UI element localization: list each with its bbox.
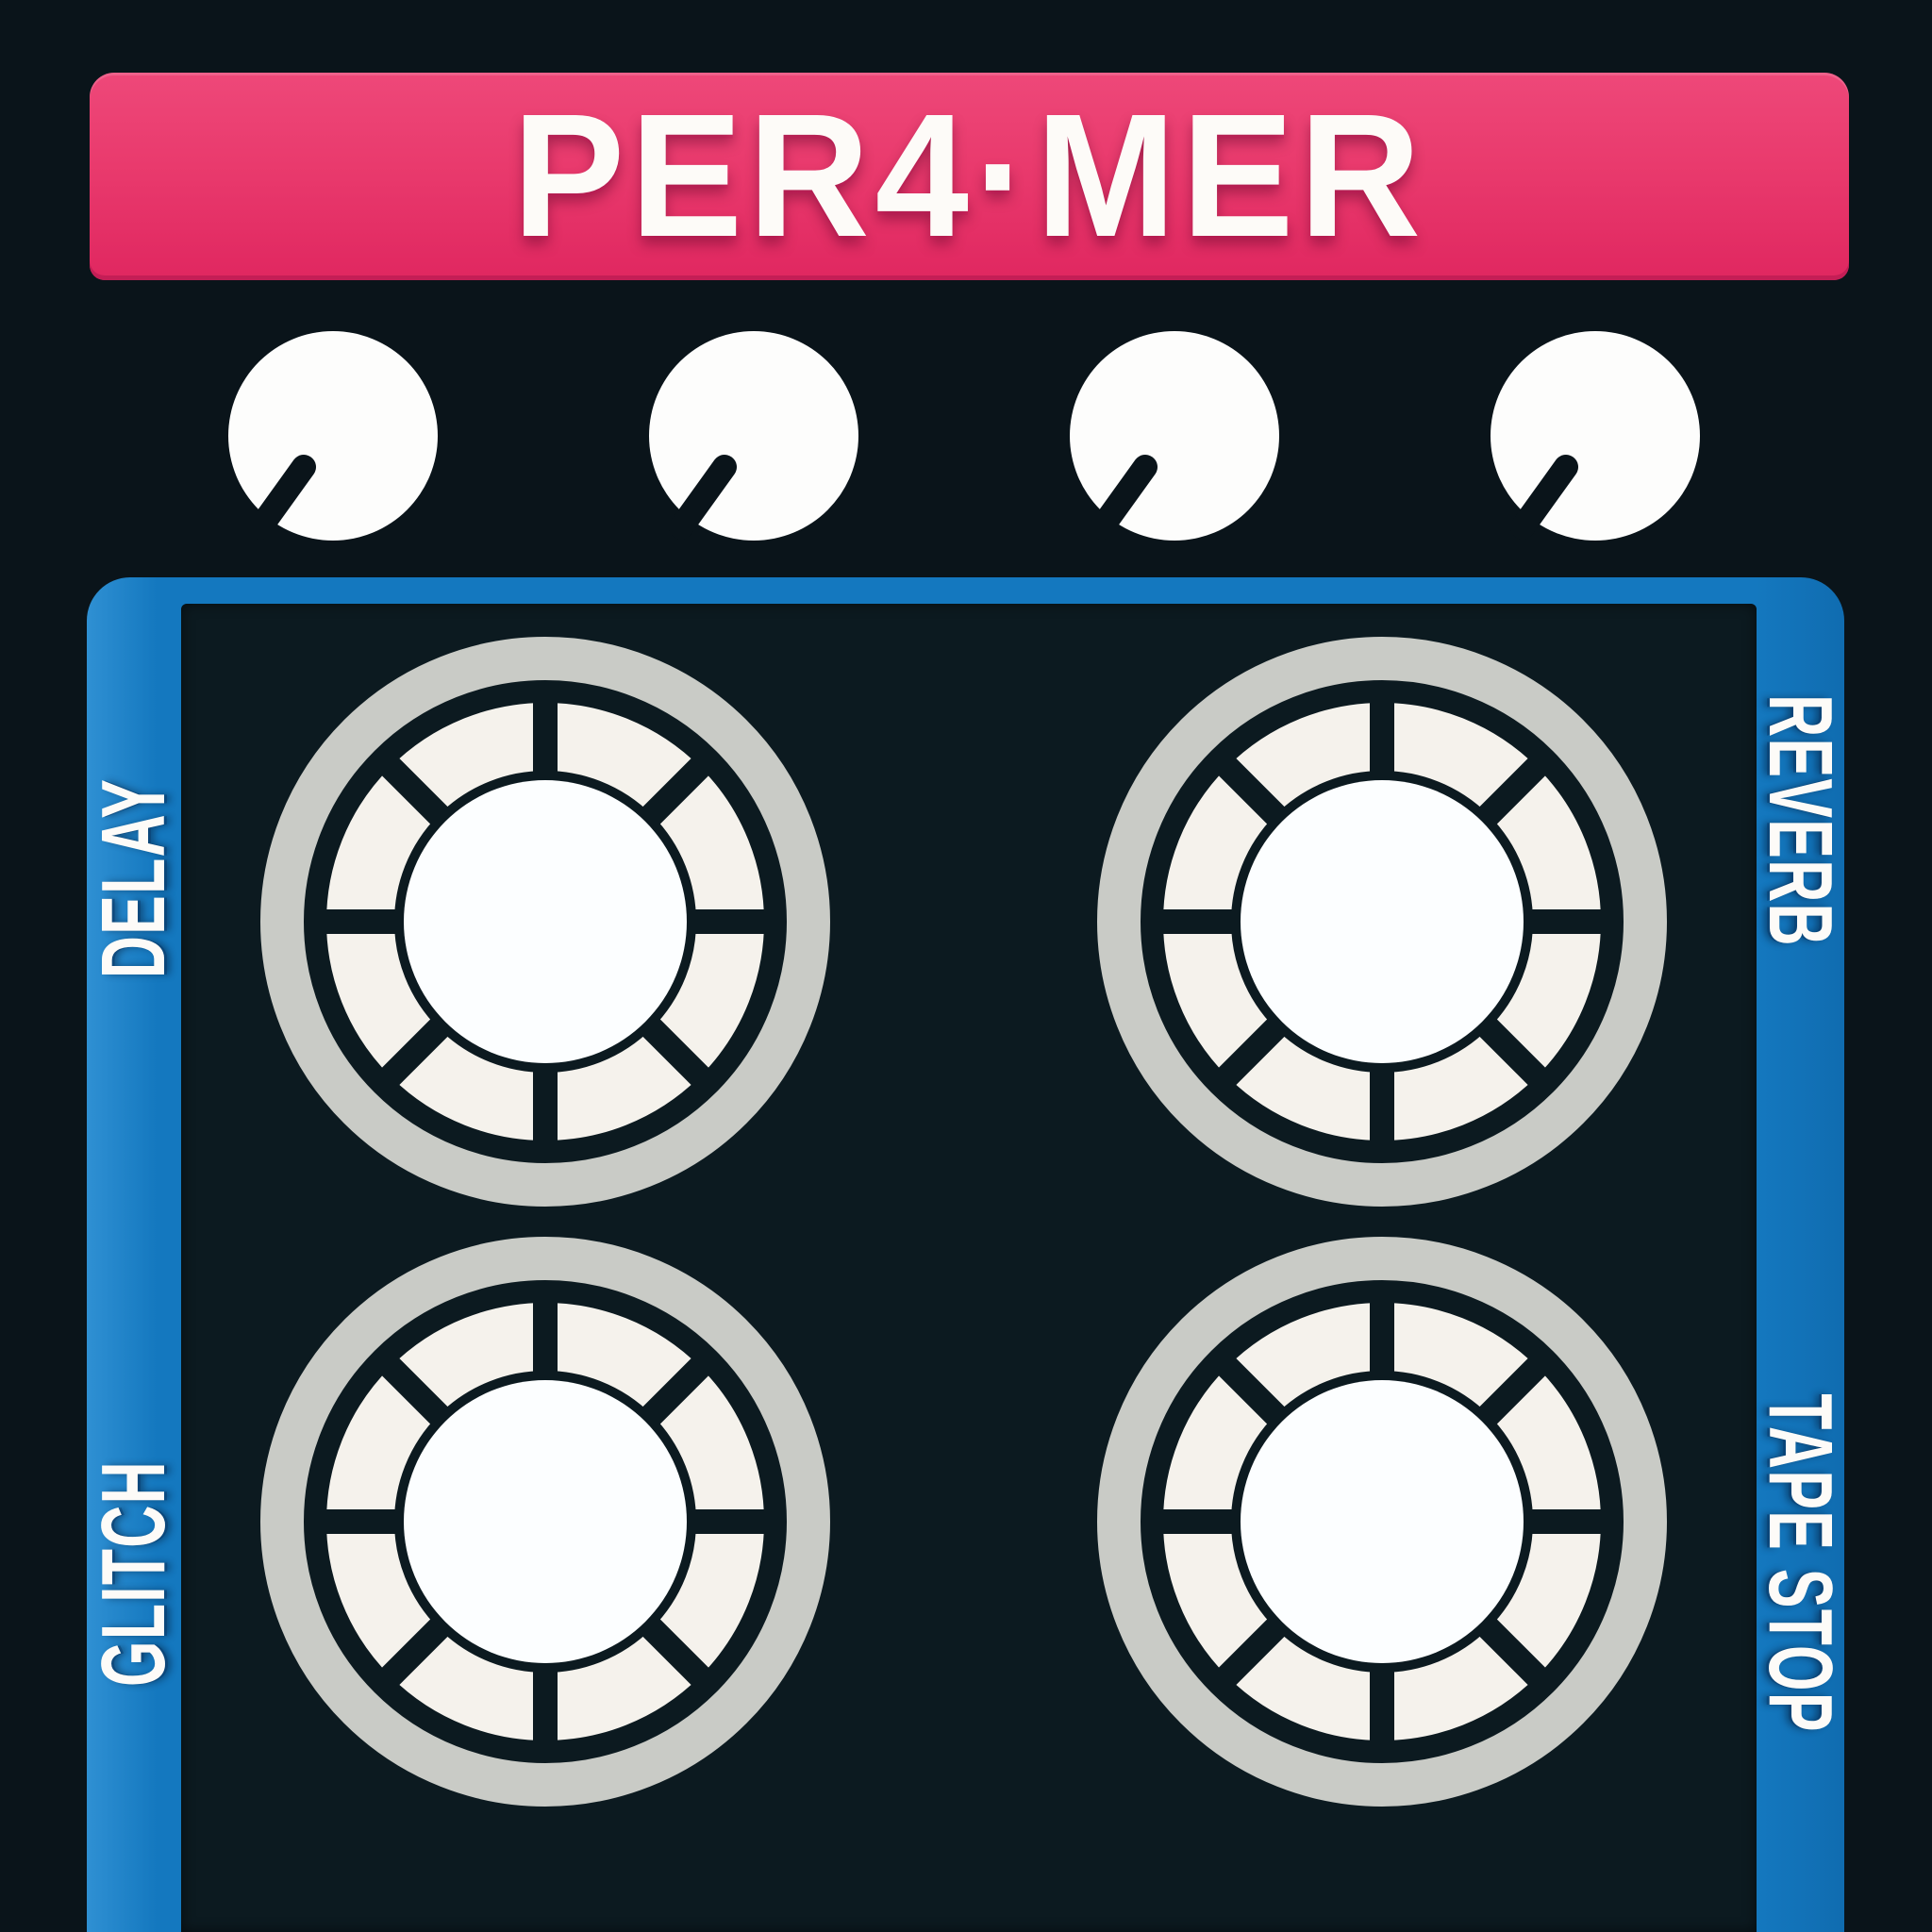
pad-center [1241,780,1524,1063]
knob-4[interactable] [1489,329,1702,542]
pad-outer-ring [260,1237,830,1807]
knob-2[interactable] [647,329,860,542]
pad-spokes [1148,688,1616,1156]
pad-spokes [1148,1288,1616,1756]
pad-center [1241,1380,1524,1663]
pad-button-icon [260,1237,830,1807]
knob-3[interactable] [1068,329,1281,542]
pad-button-icon [260,637,830,1207]
knob-1[interactable] [226,329,440,542]
pad-tapestop[interactable] [1097,1237,1667,1807]
brand-plate: PER4·MER [90,73,1849,280]
knob-dial-icon [649,331,858,541]
label-reverb: REVERB [1750,694,1851,947]
label-glitch: GLITCH [83,1459,184,1688]
label-delay: DELAY [83,777,184,979]
knob-pointer-notch-icon [669,455,737,540]
pad-outer-ring [1097,637,1667,1207]
knob-dial-icon [1491,331,1700,541]
label-tapestop: TAPE STOP [1750,1393,1851,1733]
pad-reverb[interactable] [1097,637,1667,1207]
knob-dial-icon [228,331,438,541]
pad-delay[interactable] [260,637,830,1207]
pad-outer-ring [260,637,830,1207]
pad-center [404,780,687,1063]
pad-spokes [311,688,779,1156]
pad-button-icon [1097,1237,1667,1807]
pad-center [404,1380,687,1663]
knob-pointer-notch-icon [1510,455,1578,540]
pad-outer-ring [1097,1237,1667,1807]
knob-pointer-notch-icon [248,455,316,540]
knob-pointer-notch-icon [1090,455,1158,540]
knob-dial-icon [1070,331,1279,541]
pad-spokes [311,1288,779,1756]
brand-title: PER4·MER [512,78,1426,274]
pad-button-icon [1097,637,1667,1207]
pad-glitch[interactable] [260,1237,830,1807]
